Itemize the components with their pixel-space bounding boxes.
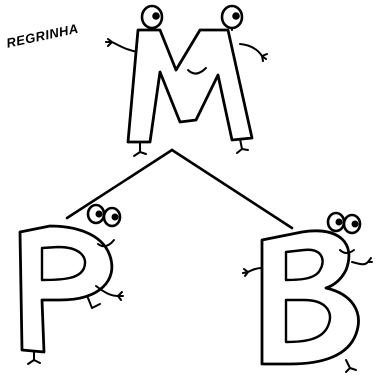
letter-p-label: P [60, 319, 61, 321]
letter-p-character: P [20, 205, 123, 364]
letter-m-character: M [106, 6, 267, 156]
letter-b-character: B [243, 213, 372, 372]
